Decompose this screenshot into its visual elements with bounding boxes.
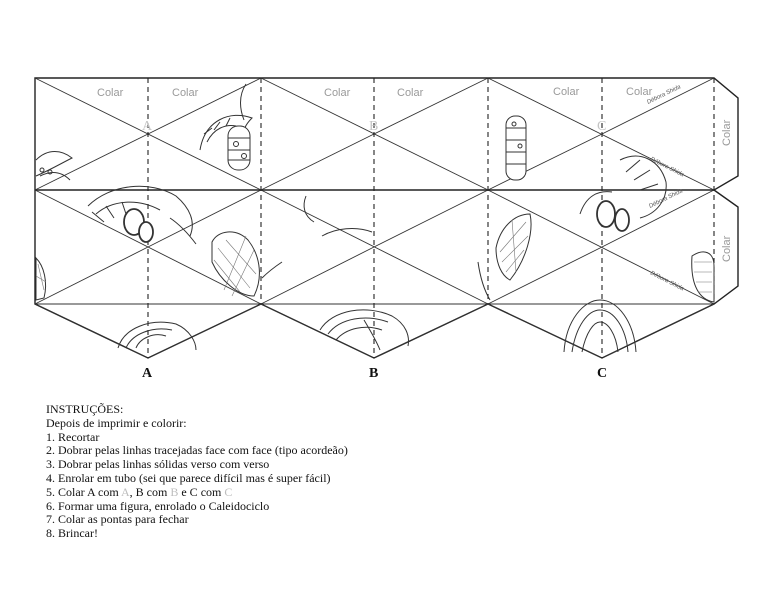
shell-illustration <box>563 299 637 353</box>
step5-letter-b: B <box>170 484 179 499</box>
stem-illustration <box>321 228 373 237</box>
join-letter-a: A <box>142 366 153 381</box>
colar-label: Colar <box>553 86 580 98</box>
colar-label: Colar <box>626 86 653 98</box>
caterpillar-illustration <box>505 115 527 181</box>
shell-illustration <box>117 321 197 351</box>
artist-signature: Débora Shida <box>649 270 685 292</box>
artist-signature: Débora Shida <box>649 156 685 178</box>
colar-label: Colar <box>97 87 124 99</box>
instructions-block: INSTRUÇÕES: Depois de imprimir e colorir… <box>46 402 348 541</box>
step5-text: e C com <box>178 484 225 499</box>
moth-wing-illustration <box>477 213 532 301</box>
instruction-step: 1. Recortar <box>46 429 100 444</box>
join-letter-c: C <box>597 366 607 381</box>
bottom-diagonals <box>34 303 715 359</box>
shell-illustration <box>319 309 409 351</box>
join-letter-b: B <box>369 366 378 381</box>
instructions-intro: Depois de imprimir e colorir: <box>46 415 187 430</box>
stem-illustration <box>303 195 315 223</box>
faint-letter-b: B <box>369 119 378 134</box>
faint-letter-c: C <box>597 119 606 134</box>
instruction-step: 3. Dobrar pelas linhas sólidas verso com… <box>46 457 270 472</box>
butterfly-head-illustration <box>87 185 197 245</box>
colar-label: Colar <box>172 87 199 99</box>
butterfly-head-illustration <box>579 155 667 232</box>
artist-signature: Débora Shida <box>648 188 684 210</box>
lower-diagonals <box>34 189 715 305</box>
caterpillar-illustration <box>199 83 253 171</box>
faint-letter-a: A <box>142 119 153 134</box>
step5-letter-c: C <box>224 484 233 499</box>
instruction-step: 8. Brincar! <box>46 526 98 541</box>
instruction-step: 7. Colar as pontas para fechar <box>46 512 189 527</box>
colar-label: Colar <box>397 87 424 99</box>
leaf-illustration <box>35 151 73 181</box>
moth-wing-illustration <box>35 256 47 301</box>
colar-label-vertical: Colar <box>721 119 733 146</box>
moth-wing-illustration <box>211 231 283 297</box>
colar-label: Colar <box>324 87 351 99</box>
step5-text: 5. Colar A com <box>46 484 121 499</box>
instruction-step: 5. Colar A com A, B com B e C com C <box>46 484 348 500</box>
moth-wing-illustration <box>691 251 715 303</box>
step5-text: , B com <box>129 484 171 499</box>
instructions-heading: INSTRUÇÕES: <box>46 402 124 416</box>
step5-letter-a: A <box>121 484 130 499</box>
instruction-step: 6. Formar uma figura, enrolado o Caleido… <box>46 498 270 513</box>
colar-label-vertical: Colar <box>721 235 733 262</box>
instruction-step: 2. Dobrar pelas linhas tracejadas face c… <box>46 443 348 458</box>
instruction-step: 4. Enrolar em tubo (sei que parece difíc… <box>46 470 331 485</box>
